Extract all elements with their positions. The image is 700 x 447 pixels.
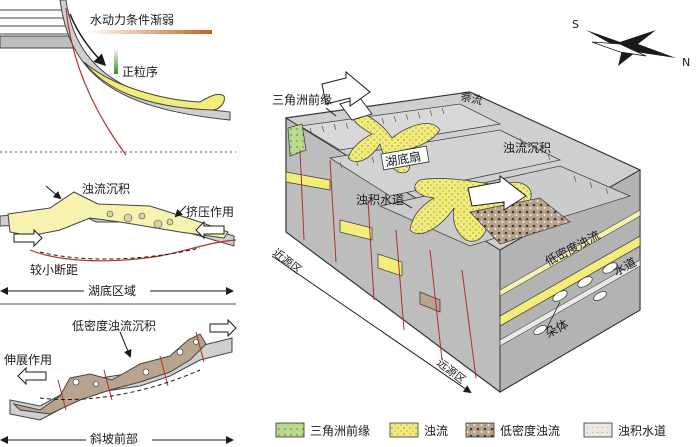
compression-arrow-right xyxy=(195,220,225,240)
grading-label: 正粒序 xyxy=(122,64,158,79)
legend-label-channel: 浊积水道 xyxy=(618,424,666,438)
extension-arrow-left xyxy=(17,366,47,386)
lake-fan-label: 湖底扇 xyxy=(384,148,422,169)
legend: 三角洲前缘 浊流 低密度浊流 浊积水道 xyxy=(275,422,666,438)
legend-label-low-density: 低密度浊流 xyxy=(500,423,560,438)
legend-label-delta: 三角洲前缘 xyxy=(310,423,370,438)
short-distance-arc xyxy=(39,247,201,260)
grading-bar xyxy=(114,48,118,74)
channel-label: 浊积水道 xyxy=(356,193,404,207)
short-distance-label: 较小断距 xyxy=(30,262,78,277)
turbidite-label-b: 浊流沉积 xyxy=(82,182,130,196)
lobe-pointer xyxy=(545,301,561,331)
low-density-clasts xyxy=(72,339,199,387)
lake-fan-box xyxy=(380,145,430,171)
block-faults xyxy=(299,149,477,379)
front-strata xyxy=(285,171,441,313)
upper-fan-lobe xyxy=(347,109,441,174)
legend-swatch-channel xyxy=(583,422,613,438)
inflow-arrow xyxy=(321,70,371,107)
slope-front-bg xyxy=(86,430,152,446)
middle-terrace xyxy=(328,129,562,197)
normal-faults xyxy=(57,331,205,411)
weakening-bar xyxy=(86,30,212,34)
slope-front-label: 斜坡前部 xyxy=(90,431,138,446)
turbidite-pointer xyxy=(45,185,62,200)
delta-front-outcrop xyxy=(287,123,307,157)
legend-swatch-delta xyxy=(275,422,305,438)
right-face-strata xyxy=(499,209,641,347)
shelf-block xyxy=(0,35,77,49)
extension-arrow-right xyxy=(209,318,237,338)
low-density-pointer xyxy=(119,331,132,358)
panel-c-extension-profile: 低密度浊流沉积 伸展作用 斜坡前部 xyxy=(0,318,237,446)
channel-pointer xyxy=(401,201,413,209)
low-density-patch xyxy=(469,197,571,245)
lake-area-bg xyxy=(84,282,150,298)
upper-terrace xyxy=(298,103,502,151)
fault-line xyxy=(65,7,127,156)
graded-deposit xyxy=(83,61,225,111)
compass-arrow-dark xyxy=(586,30,676,66)
stream-label: 萘流 xyxy=(459,89,483,107)
extension-arc xyxy=(39,369,201,401)
compression-pointer xyxy=(174,205,187,218)
panel-a-slope-profile: 水动力条件渐弱 正粒序 xyxy=(0,0,231,156)
legend-swatch-turbidite xyxy=(389,422,419,438)
flow-arrow xyxy=(69,13,107,67)
panel-b-compression-profile: 浊流沉积 挤压作用 较小断距 湖底区域 xyxy=(0,182,237,298)
low-density-label-c: 低密度浊流沉积 xyxy=(72,318,156,333)
fault-curve xyxy=(29,239,237,262)
extension-label: 伸展作用 xyxy=(4,353,52,367)
basinward-arrow xyxy=(467,174,527,211)
compass-arrow-light xyxy=(591,41,647,57)
compass-north: N xyxy=(682,56,690,69)
lake-area-label: 湖底区域 xyxy=(88,283,136,298)
compression-arrow-left xyxy=(13,228,43,248)
compression-label: 挤压作用 xyxy=(186,204,234,219)
compass-rose: S N xyxy=(572,18,690,69)
delta-front-pointer xyxy=(325,107,337,117)
block-diagram: 湖底扇 三角洲前缘 萘流 浊流沉积 浊积水道 低密度浊流 水道 朵体 近源区 远… xyxy=(270,70,642,394)
turbidite-body xyxy=(7,191,229,239)
legend-label-turbidite: 浊流 xyxy=(424,424,448,438)
delta-front-label: 三角洲前缘 xyxy=(272,92,332,107)
weakening-label: 水动力条件渐弱 xyxy=(90,13,174,27)
legend-swatch-low-density xyxy=(465,422,495,438)
compass-south: S xyxy=(572,18,579,31)
proximal-label: 近源区 xyxy=(270,245,305,276)
turbidite-clasts xyxy=(106,210,174,229)
proximal-distal-axis xyxy=(271,255,472,394)
turbidite-label-block: 浊流沉积 xyxy=(503,141,551,155)
